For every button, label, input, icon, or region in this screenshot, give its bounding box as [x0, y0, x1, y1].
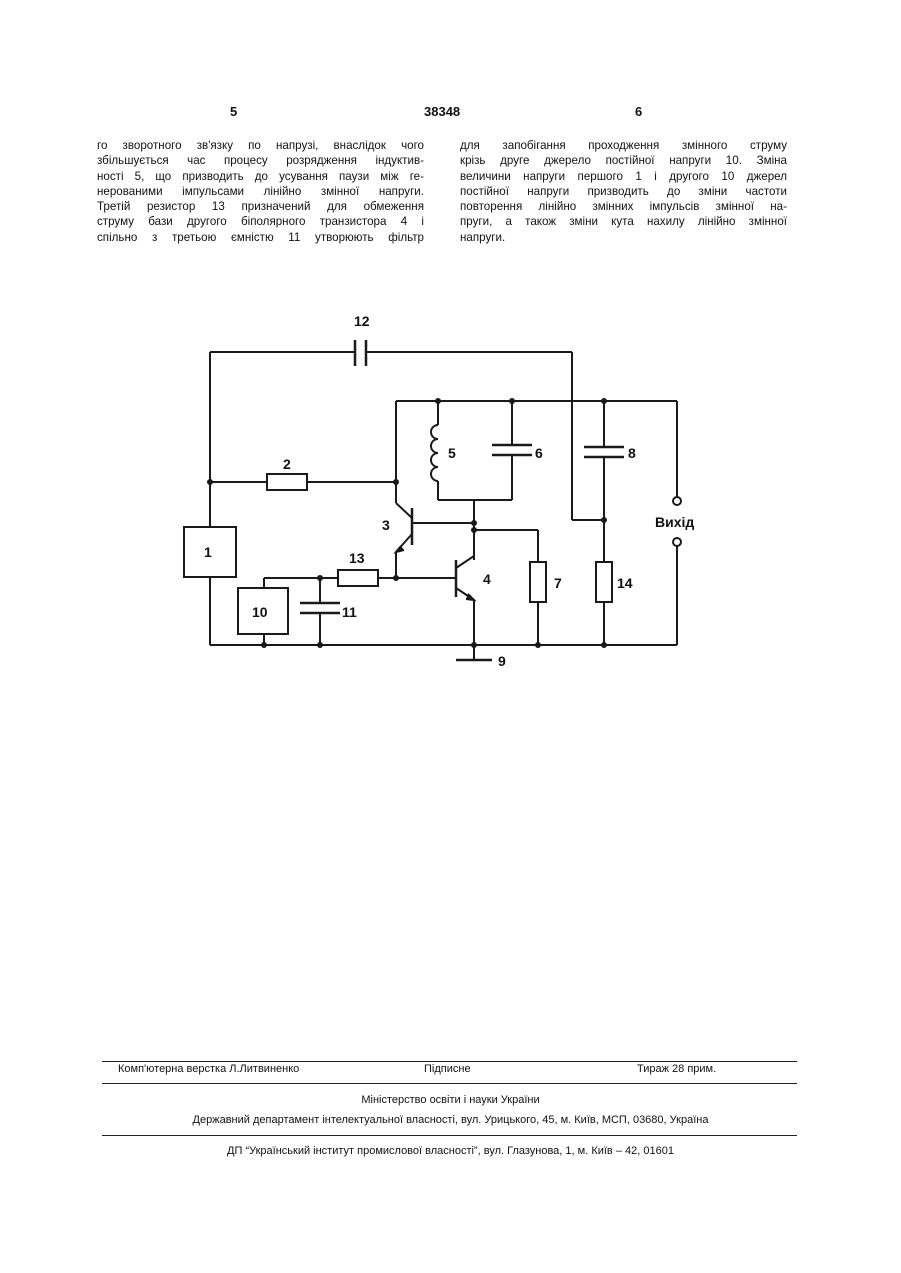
label-source-10: 10 [252, 604, 268, 620]
output-terminal-bottom [673, 538, 681, 546]
text-line: для запобігання проходження змінного стр… [460, 138, 787, 153]
capacitor-11 [300, 578, 340, 645]
text-line: спільно з третьою ємністю 11 утворюють ф… [97, 230, 424, 245]
circuit-diagram: 12 2 5 6 8 Вихід 3 1 13 4 7 14 10 11 9 [170, 300, 730, 690]
page-number-left: 5 [230, 104, 237, 119]
text-line: струму бази другого біполярного транзист… [97, 214, 424, 229]
label-r2: 2 [283, 456, 291, 472]
footer-department: Державний департамент інтелектуальної вл… [0, 1114, 901, 1126]
footer-rule-bottom [102, 1135, 797, 1136]
label-ground-9: 9 [498, 653, 506, 669]
text-line: постійної напруги призводить до зміни ча… [460, 184, 787, 199]
label-source-1: 1 [204, 544, 212, 560]
footer-ministry: Міністерство освіти і науки України [0, 1094, 901, 1106]
label-r7: 7 [554, 575, 562, 591]
label-c12: 12 [354, 313, 370, 329]
resistor-13 [264, 570, 456, 586]
text-line: величини напруги першого 1 і другого 10 … [460, 169, 787, 184]
text-line: пруги, а також зміни кута нахилу лінійно… [460, 214, 787, 229]
resistor-2 [210, 474, 396, 490]
text-line: повторення лінійно змінних імпульсів змі… [460, 199, 787, 214]
transistor-3 [396, 503, 474, 552]
label-r13: 13 [349, 550, 365, 566]
text-line: напруги. [460, 230, 787, 245]
page-number-right: 6 [635, 104, 642, 119]
text-line: збільшується час процесу розрядження інд… [97, 153, 424, 168]
footer-rule-top [102, 1061, 797, 1062]
capacitor-8 [584, 401, 624, 520]
resistor-14 [596, 562, 612, 602]
capacitor-12 [210, 340, 572, 366]
output-terminal-top [673, 497, 681, 505]
label-c11: 11 [342, 604, 357, 620]
label-l5: 5 [448, 445, 456, 461]
label-q4: 4 [483, 571, 491, 587]
footer-signed: Підписне [424, 1063, 471, 1075]
text-line: Третій резистор 13 призначений для обмеж… [97, 199, 424, 214]
text-line: го зворотного зв'язку по напрузі, внаслі… [97, 138, 424, 153]
footer-rule-middle [102, 1083, 797, 1084]
left-text-column: го зворотного зв'язку по напрузі, внаслі… [97, 138, 424, 245]
footer-institute: ДП “Український інститут промислової вла… [0, 1145, 901, 1157]
text-line: ності 5, що призводить до усування паузи… [97, 169, 424, 184]
label-r14: 14 [617, 575, 633, 591]
inductor-5 [431, 401, 438, 500]
text-line: нерованими імпульсами лінійно змінної на… [97, 184, 424, 199]
text-line: крізь друге джерело постійної напруги 10… [460, 153, 787, 168]
footer-circulation: Тираж 28 прим. [637, 1063, 716, 1075]
resistor-7 [530, 562, 546, 602]
transistor-4 [456, 556, 474, 600]
label-c6: 6 [535, 445, 543, 461]
label-c8: 8 [628, 445, 636, 461]
label-output: Вихід [655, 514, 694, 530]
label-q3: 3 [382, 517, 390, 533]
footer-layout: Комп'ютерна верстка Л.Литвиненко [118, 1063, 299, 1075]
capacitor-6 [492, 401, 532, 500]
patent-number: 38348 [424, 104, 460, 119]
right-text-column: для запобігання проходження змінного стр… [460, 138, 787, 245]
